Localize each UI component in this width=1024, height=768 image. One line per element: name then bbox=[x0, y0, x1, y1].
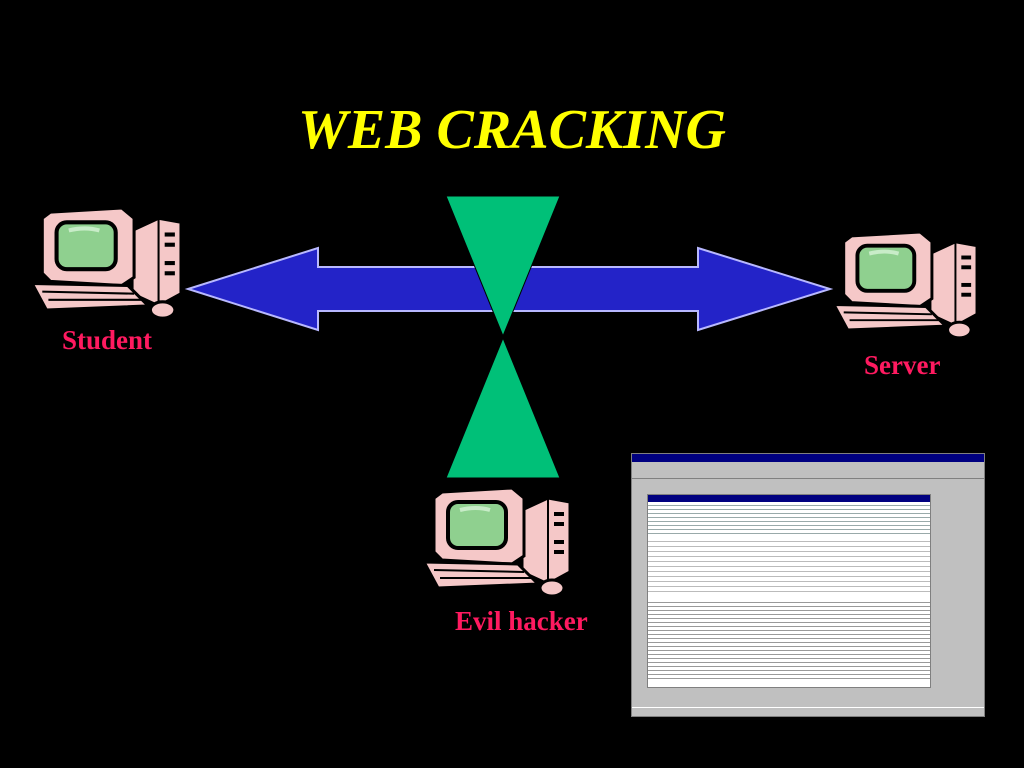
screenshot-menubar bbox=[632, 462, 984, 469]
screenshot-taskbar bbox=[632, 707, 984, 716]
intercept-triangle-top bbox=[445, 195, 561, 338]
screenshot-hex-dump bbox=[648, 599, 930, 679]
packet-sniffer-screenshot bbox=[631, 453, 985, 717]
screenshot-packet-detail bbox=[648, 537, 930, 595]
evil-hacker-label: Evil hacker bbox=[455, 606, 588, 636]
screenshot-toolbar bbox=[632, 469, 984, 479]
screenshot-inner-titlebar bbox=[648, 495, 930, 502]
computer-icon bbox=[831, 230, 979, 340]
student-label: Student bbox=[62, 325, 153, 355]
screenshot-titlebar bbox=[632, 454, 984, 462]
screenshot-capture-window bbox=[647, 494, 931, 688]
page-title: WEB CRACKING bbox=[298, 99, 726, 161]
computer-icon bbox=[422, 486, 572, 598]
computer-icon bbox=[32, 208, 181, 318]
screenshot-packet-list bbox=[648, 502, 930, 534]
intercept-triangle-bottom bbox=[445, 336, 561, 479]
server-label: Server bbox=[864, 350, 941, 380]
